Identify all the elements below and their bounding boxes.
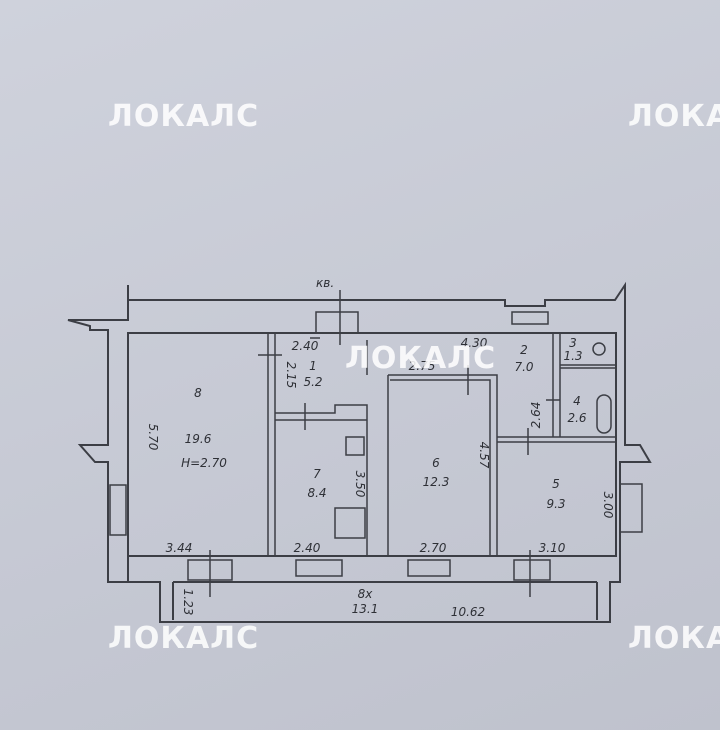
- watermark: ЛОКАЛС: [108, 621, 259, 656]
- watermark: ЛОКАЛС: [108, 99, 259, 134]
- dim-215: 2.15: [284, 362, 298, 389]
- dim-275: 2.75: [409, 359, 436, 373]
- room-6-num: 6: [432, 456, 440, 470]
- room-8-height: H=2.70: [181, 456, 227, 470]
- dim-300: 3.00: [601, 492, 615, 519]
- dim-350: 3.50: [353, 471, 367, 498]
- watermark: ЛОКАЛС: [628, 621, 720, 656]
- room-8-area: 19.6: [185, 432, 212, 446]
- plan-label: кв.: [316, 276, 334, 290]
- watermarks: ЛОКАЛС ЛОКАЛС ЛОКАЛС ЛОКАЛС ЛОКАЛС: [108, 99, 720, 656]
- dim-1062: 10.62: [451, 605, 485, 619]
- toilet-icon: [592, 342, 606, 356]
- dim-240a: 2.40: [292, 339, 319, 353]
- labels: кв. 8 19.6 H=2.70 1 5.2 7 8.4 2 7.0 3 1.…: [146, 276, 615, 619]
- dim-310: 3.10: [539, 541, 566, 555]
- room-4-area: 2.6: [567, 411, 586, 425]
- door-entrance: [315, 311, 359, 334]
- room-5-num: 5: [552, 477, 560, 491]
- room-1-area: 5.2: [303, 375, 322, 389]
- stove-icon: [334, 507, 366, 539]
- dim-457: 4.57: [477, 442, 491, 469]
- dim-123: 1.23: [181, 589, 195, 616]
- door-balcony-2: [513, 559, 551, 581]
- room-2-area: 7.0: [514, 360, 533, 374]
- room-3-num: 3: [569, 336, 577, 350]
- dim-264: 2.64: [529, 402, 543, 429]
- room-8x-num: 8х: [358, 587, 374, 601]
- dim-240b: 2.40: [294, 541, 321, 555]
- room-8-num: 8: [194, 386, 202, 400]
- ventilation-grille: [511, 311, 549, 325]
- watermark: ЛОКАЛС: [345, 341, 496, 376]
- bathtub-icon: [596, 394, 612, 434]
- watermark: ЛОКАЛС: [628, 99, 720, 134]
- room-7-area: 8.4: [307, 486, 326, 500]
- room-1-num: 1: [309, 359, 317, 373]
- dim-570: 5.70: [146, 424, 160, 451]
- room-4-num: 4: [573, 394, 581, 408]
- window-left: [109, 484, 127, 536]
- window-room6: [407, 559, 451, 577]
- sink-icon: [345, 436, 365, 456]
- window-right: [619, 483, 643, 533]
- room-3-area: 1.3: [563, 349, 582, 363]
- dim-430: 4.30: [461, 336, 488, 350]
- walls: [67, 281, 652, 623]
- window-kitchen: [295, 559, 343, 577]
- room-6-area: 12.3: [423, 475, 450, 489]
- room-5-area: 9.3: [546, 497, 565, 511]
- room-2-num: 2: [520, 343, 528, 357]
- dim-270: 2.70: [420, 541, 447, 555]
- room-7-num: 7: [313, 467, 321, 481]
- dim-344: 3.44: [166, 541, 193, 555]
- room-8x-area: 13.1: [352, 602, 379, 616]
